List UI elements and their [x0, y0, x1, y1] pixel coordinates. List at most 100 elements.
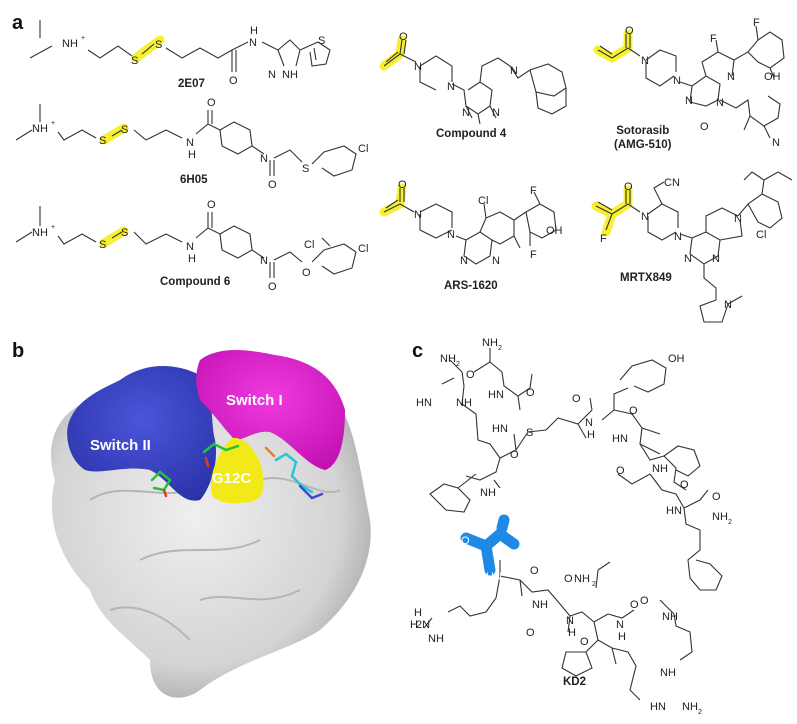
svg-text:O: O: [530, 565, 539, 577]
svg-text:N: N: [712, 253, 720, 265]
compound-label-kd2: KD2: [563, 676, 587, 688]
svg-text:2: 2: [498, 345, 502, 352]
svg-text:Cl: Cl: [478, 195, 488, 207]
svg-text:N: N: [772, 137, 780, 149]
svg-text:O: O: [398, 179, 407, 191]
svg-text:N: N: [716, 97, 724, 109]
svg-text:O: O: [625, 25, 634, 37]
svg-text:N: N: [260, 153, 268, 165]
svg-text:H: H: [188, 149, 196, 161]
svg-text:N: N: [566, 615, 574, 627]
svg-text:OH: OH: [668, 353, 685, 365]
compound-label-2e07: 2E07: [178, 78, 205, 90]
svg-text:O: O: [268, 179, 277, 191]
svg-text:N: N: [684, 253, 692, 265]
svg-text:N: N: [414, 61, 422, 73]
svg-text:S: S: [99, 239, 106, 251]
svg-text:Cl: Cl: [756, 229, 766, 241]
svg-text:HN: HN: [650, 701, 666, 713]
svg-text:N: N: [186, 137, 194, 149]
svg-text:F: F: [530, 249, 537, 261]
svg-text:N: N: [585, 417, 593, 429]
svg-text:2N: 2N: [416, 619, 430, 631]
svg-text:N: N: [674, 231, 682, 243]
svg-text:N: N: [641, 55, 649, 67]
svg-text:CN: CN: [664, 177, 680, 189]
svg-text:O: O: [564, 573, 573, 585]
structure-compound-6: NH+ SS NH O N O O Cl Cl: [15, 199, 368, 293]
svg-text:N: N: [641, 211, 649, 223]
svg-text:N: N: [462, 107, 470, 119]
svg-text:O: O: [461, 535, 470, 547]
svg-text:N: N: [510, 65, 518, 77]
compound-label-compound-6: Compound 6: [160, 276, 231, 288]
svg-text:O: O: [629, 405, 638, 417]
svg-text:HN: HN: [486, 571, 502, 583]
svg-text:+: +: [51, 224, 55, 231]
compound-label-ars-1620: ARS-1620: [444, 280, 498, 292]
svg-text:S: S: [302, 163, 309, 175]
panel-letter-a: a: [12, 12, 24, 34]
svg-text:O: O: [630, 599, 639, 611]
svg-text:H: H: [568, 627, 576, 639]
svg-text:OH: OH: [508, 521, 525, 533]
svg-text:H: H: [410, 619, 418, 631]
svg-text:H: H: [188, 253, 196, 265]
svg-text:HN: HN: [612, 433, 628, 445]
svg-text:N: N: [260, 255, 268, 267]
svg-text:HN: HN: [666, 505, 682, 517]
svg-text:O: O: [229, 75, 238, 87]
switch-i-surface: [196, 350, 345, 470]
svg-text:N: N: [685, 95, 693, 107]
sotorasib-name: Sotorasib: [616, 125, 670, 137]
svg-text:NH: NH: [440, 353, 456, 365]
svg-text:N: N: [724, 299, 732, 311]
panel-letter-c: c: [412, 340, 424, 362]
svg-text:O: O: [616, 465, 625, 477]
svg-text:O: O: [466, 369, 475, 381]
switch-i-label: Switch I: [226, 392, 283, 409]
svg-text:2: 2: [456, 361, 460, 368]
svg-text:O: O: [207, 199, 216, 211]
svg-text:2: 2: [592, 581, 596, 588]
svg-text:O: O: [526, 627, 535, 639]
svg-text:NH: NH: [662, 611, 678, 623]
svg-text:O: O: [712, 491, 721, 503]
svg-text:NH: NH: [652, 463, 668, 475]
g12c-label: G12C: [212, 470, 252, 487]
svg-text:S: S: [155, 39, 162, 51]
svg-text:O: O: [399, 31, 408, 43]
svg-text:Cl: Cl: [358, 143, 368, 155]
svg-text:O: O: [207, 97, 216, 109]
svg-text:O: O: [526, 387, 535, 399]
svg-text:N: N: [268, 69, 276, 81]
svg-text:NH: NH: [574, 573, 590, 585]
svg-text:N: N: [186, 241, 194, 253]
svg-text:NH: NH: [482, 337, 498, 349]
svg-text:N: N: [460, 255, 468, 267]
svg-text:NH: NH: [32, 227, 48, 239]
svg-text:HN: HN: [416, 397, 432, 409]
svg-text:O: O: [580, 636, 589, 648]
svg-text:+: +: [51, 120, 55, 127]
svg-text:H: H: [618, 631, 626, 643]
compound-label-6h05: 6H05: [180, 174, 208, 186]
switch-ii-surface: [67, 365, 217, 501]
svg-text:N: N: [414, 209, 422, 221]
svg-text:NH: NH: [282, 69, 298, 81]
svg-text:Cl: Cl: [304, 239, 314, 251]
svg-text:N: N: [447, 81, 455, 93]
svg-text:NH: NH: [480, 487, 496, 499]
svg-text:S: S: [131, 55, 138, 67]
svg-text:S: S: [121, 227, 128, 239]
svg-text:S: S: [121, 124, 128, 136]
svg-text:H: H: [414, 607, 422, 619]
svg-text:O: O: [572, 393, 581, 405]
svg-text:OH: OH: [764, 71, 781, 83]
svg-text:F: F: [600, 233, 607, 245]
svg-text:N: N: [616, 619, 624, 631]
